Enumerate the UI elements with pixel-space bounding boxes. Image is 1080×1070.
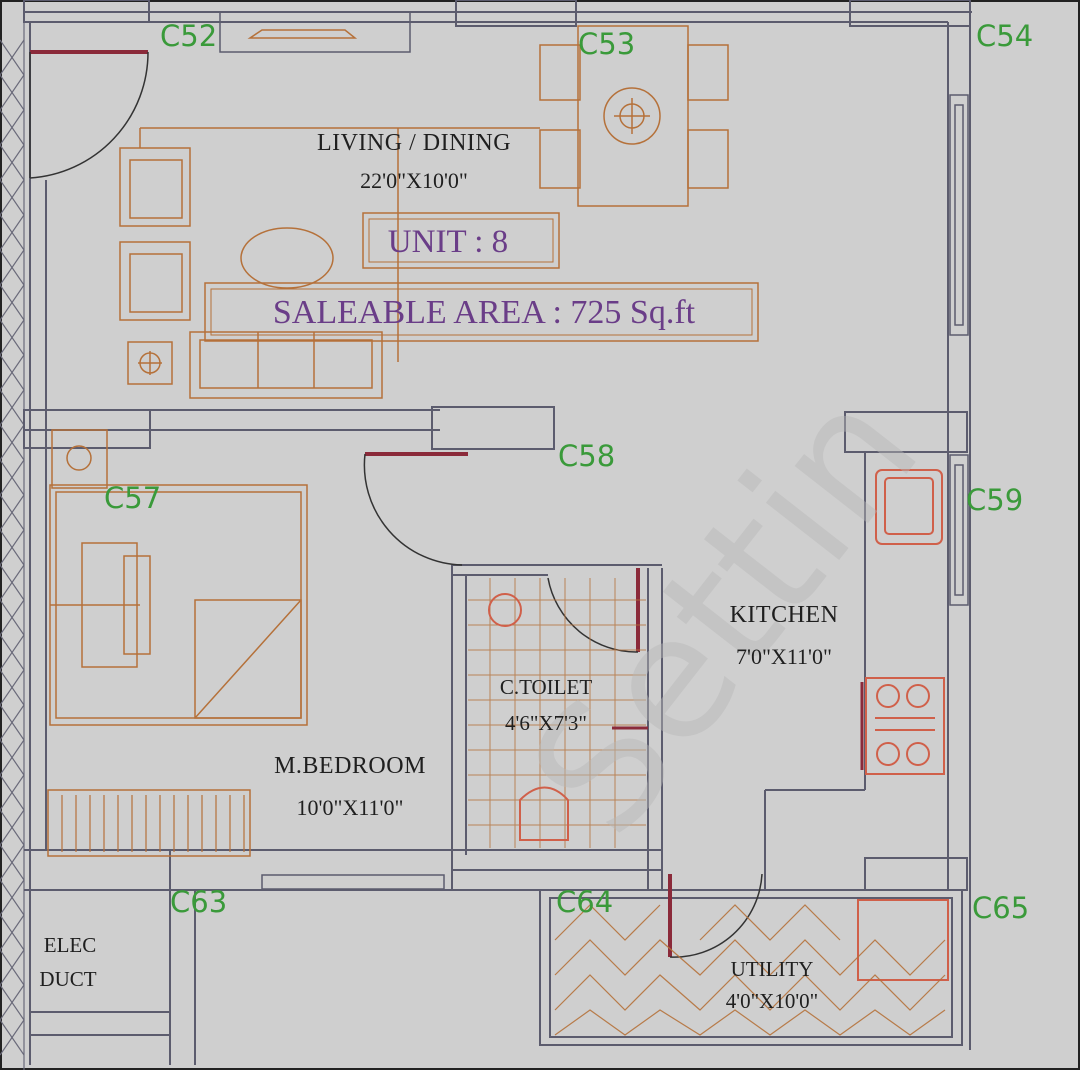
wardrobe-hatch	[61, 795, 245, 852]
living-room-name: LIVING / DINING	[317, 130, 511, 156]
windows	[219, 11, 969, 890]
wc-icon	[519, 786, 569, 841]
washbasin-icon	[488, 593, 522, 627]
toilet-size: 4'6"X7'3"	[505, 711, 587, 735]
column-c52: C52	[160, 19, 217, 53]
utility-pattern	[554, 904, 946, 1036]
column-c64: C64	[556, 885, 613, 919]
column-c63: C63	[170, 885, 227, 919]
column-c58: C58	[558, 439, 615, 473]
doors	[29, 50, 763, 958]
column-c59: C59	[966, 483, 1023, 517]
column-c53: C53	[578, 27, 635, 61]
bedroom-furniture	[47, 429, 308, 857]
unit-label-box	[362, 212, 560, 269]
kitchen-name: KITCHEN	[730, 602, 839, 628]
toilet-name: C.TOILET	[500, 675, 593, 699]
saleable-area-label: SALEABLE AREA : 725 Sq.ft	[273, 294, 696, 331]
washing-machine-icon	[857, 899, 949, 981]
living-furniture	[119, 25, 729, 399]
unit-label: UNIT : 8	[388, 224, 508, 260]
fixtures	[488, 469, 949, 981]
stove-icon	[865, 677, 945, 775]
bedroom-name: M.BEDROOM	[274, 753, 426, 779]
column-c65: C65	[972, 891, 1029, 925]
kitchen-counter	[612, 682, 864, 770]
saleable-area-box	[204, 282, 759, 342]
unit-label-box-inner	[368, 218, 554, 263]
bedroom-size: 10'0"X11'0"	[297, 795, 404, 820]
duct-label-line1: ELEC	[44, 933, 97, 957]
kitchen-size: 7'0"X11'0"	[736, 644, 832, 669]
saleable-area-box-inner	[210, 288, 753, 336]
utility-size: 4'0"X10'0"	[726, 989, 818, 1013]
duct-label-line2: DUCT	[39, 967, 96, 991]
column-c54: C54	[976, 19, 1033, 53]
living-room-size: 22'0"X10'0"	[360, 168, 468, 193]
column-c57: C57	[104, 481, 161, 515]
sink-icon	[875, 469, 943, 545]
utility-name: UTILITY	[731, 957, 814, 981]
exterior-hatch	[0, 0, 25, 1070]
